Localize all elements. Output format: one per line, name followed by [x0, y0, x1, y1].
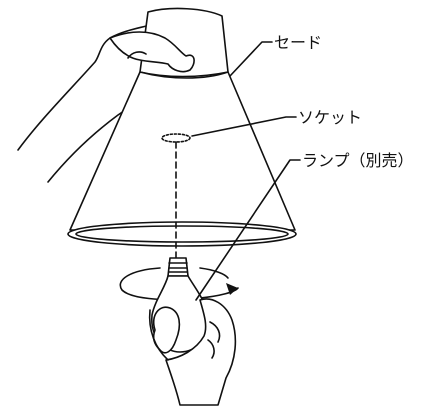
socket [161, 133, 191, 263]
lamp-shade [67, 71, 297, 247]
socket-leader-line [191, 116, 297, 137]
lower-hand [148, 298, 237, 406]
lamp-leader-line [195, 159, 301, 301]
shade-label: セード [274, 33, 322, 52]
rotation-arrow [119, 267, 239, 301]
socket-label: ソケット [298, 108, 362, 127]
leader-lines [191, 41, 301, 301]
lamp-label: ランプ（別売） [302, 151, 414, 170]
shade-leader-line [229, 41, 273, 77]
